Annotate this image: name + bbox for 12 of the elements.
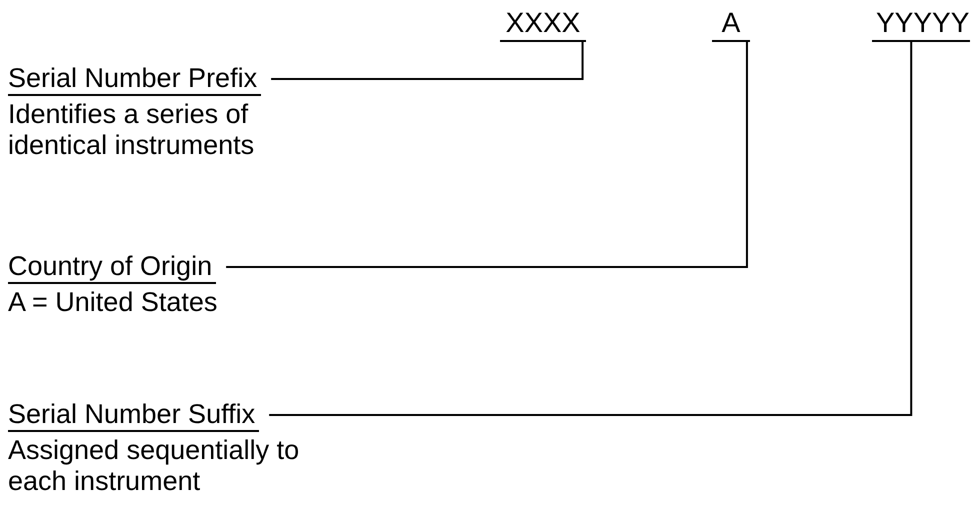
serial-code-segment: YYYYY bbox=[872, 6, 970, 42]
leader-line bbox=[226, 42, 748, 268]
field-description: A = United States bbox=[8, 287, 218, 318]
leader-line bbox=[271, 42, 584, 80]
field-description: Identifies a series of identical instruments bbox=[8, 99, 256, 161]
serial-code-segment: XXXX bbox=[500, 6, 586, 42]
field-description: Assigned sequentially to each instrument bbox=[8, 435, 300, 497]
field-heading: Serial Number Suffix bbox=[8, 398, 260, 432]
field-heading: Serial Number Prefix bbox=[8, 62, 262, 96]
leader-line bbox=[269, 42, 912, 416]
serial-code-segment: A bbox=[712, 6, 750, 42]
field-heading: Country of Origin bbox=[8, 250, 216, 284]
